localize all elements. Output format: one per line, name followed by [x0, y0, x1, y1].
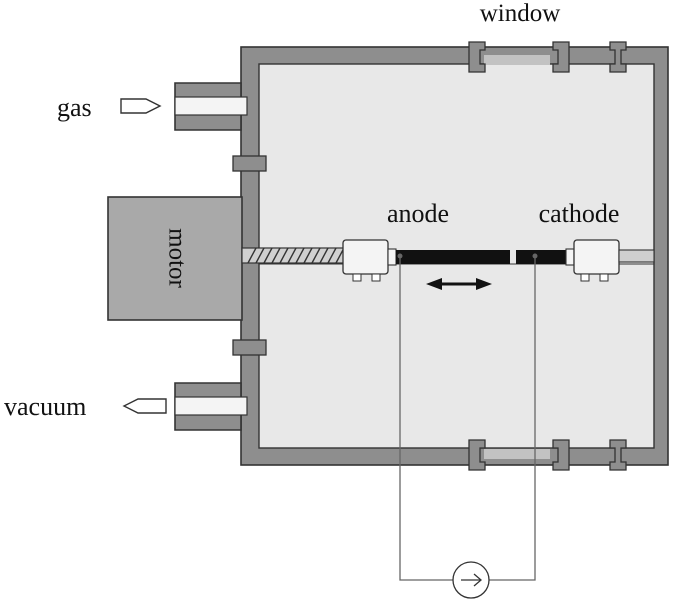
anode-holder-foot — [371, 273, 381, 282]
bottom-window-clamp-far — [609, 439, 627, 471]
cathode-lead-wire — [489, 256, 536, 581]
current-source-icon — [452, 561, 490, 599]
cathode-holder-foot — [599, 273, 609, 282]
motion-double-arrow — [426, 278, 492, 290]
window-label: window — [480, 0, 561, 27]
anode-holder-neck — [387, 248, 397, 266]
screw-thread — [247, 247, 345, 264]
vacuum-port-bore — [174, 396, 248, 416]
gauge-dot — [397, 253, 403, 259]
gas-port-bore — [174, 96, 248, 116]
anode-holder-foot — [352, 273, 362, 282]
gauge-dot — [532, 253, 538, 259]
top-window-clamp-far — [609, 41, 627, 73]
gas-label: gas — [57, 93, 92, 122]
top-window-pane — [484, 55, 550, 65]
gas-inlet-arrow-icon — [120, 98, 162, 114]
anode-holder — [342, 239, 389, 275]
anode-label: anode — [387, 199, 449, 228]
vacuum-label: vacuum — [4, 392, 86, 421]
anode-lead-wire — [399, 256, 453, 581]
anode-bar — [396, 250, 510, 264]
motor-box — [107, 196, 243, 321]
cathode-bar — [516, 250, 566, 264]
left-upper-flange — [232, 155, 267, 172]
bottom-window-clamp-left — [468, 439, 486, 471]
cathode-label: cathode — [539, 199, 620, 228]
cathode-holder — [573, 239, 620, 275]
bottom-window-pane — [484, 449, 550, 459]
cathode-holder-neck — [565, 248, 575, 266]
vacuum-outlet-arrow-icon — [122, 398, 167, 414]
left-lower-flange — [232, 339, 267, 356]
top-window-clamp-right — [552, 41, 570, 73]
cathode-support-rod — [618, 249, 655, 263]
top-window-clamp-left — [468, 41, 486, 73]
motor-label: motor — [163, 228, 190, 288]
cathode-holder-foot — [580, 273, 590, 282]
bottom-window-clamp-right — [552, 439, 570, 471]
